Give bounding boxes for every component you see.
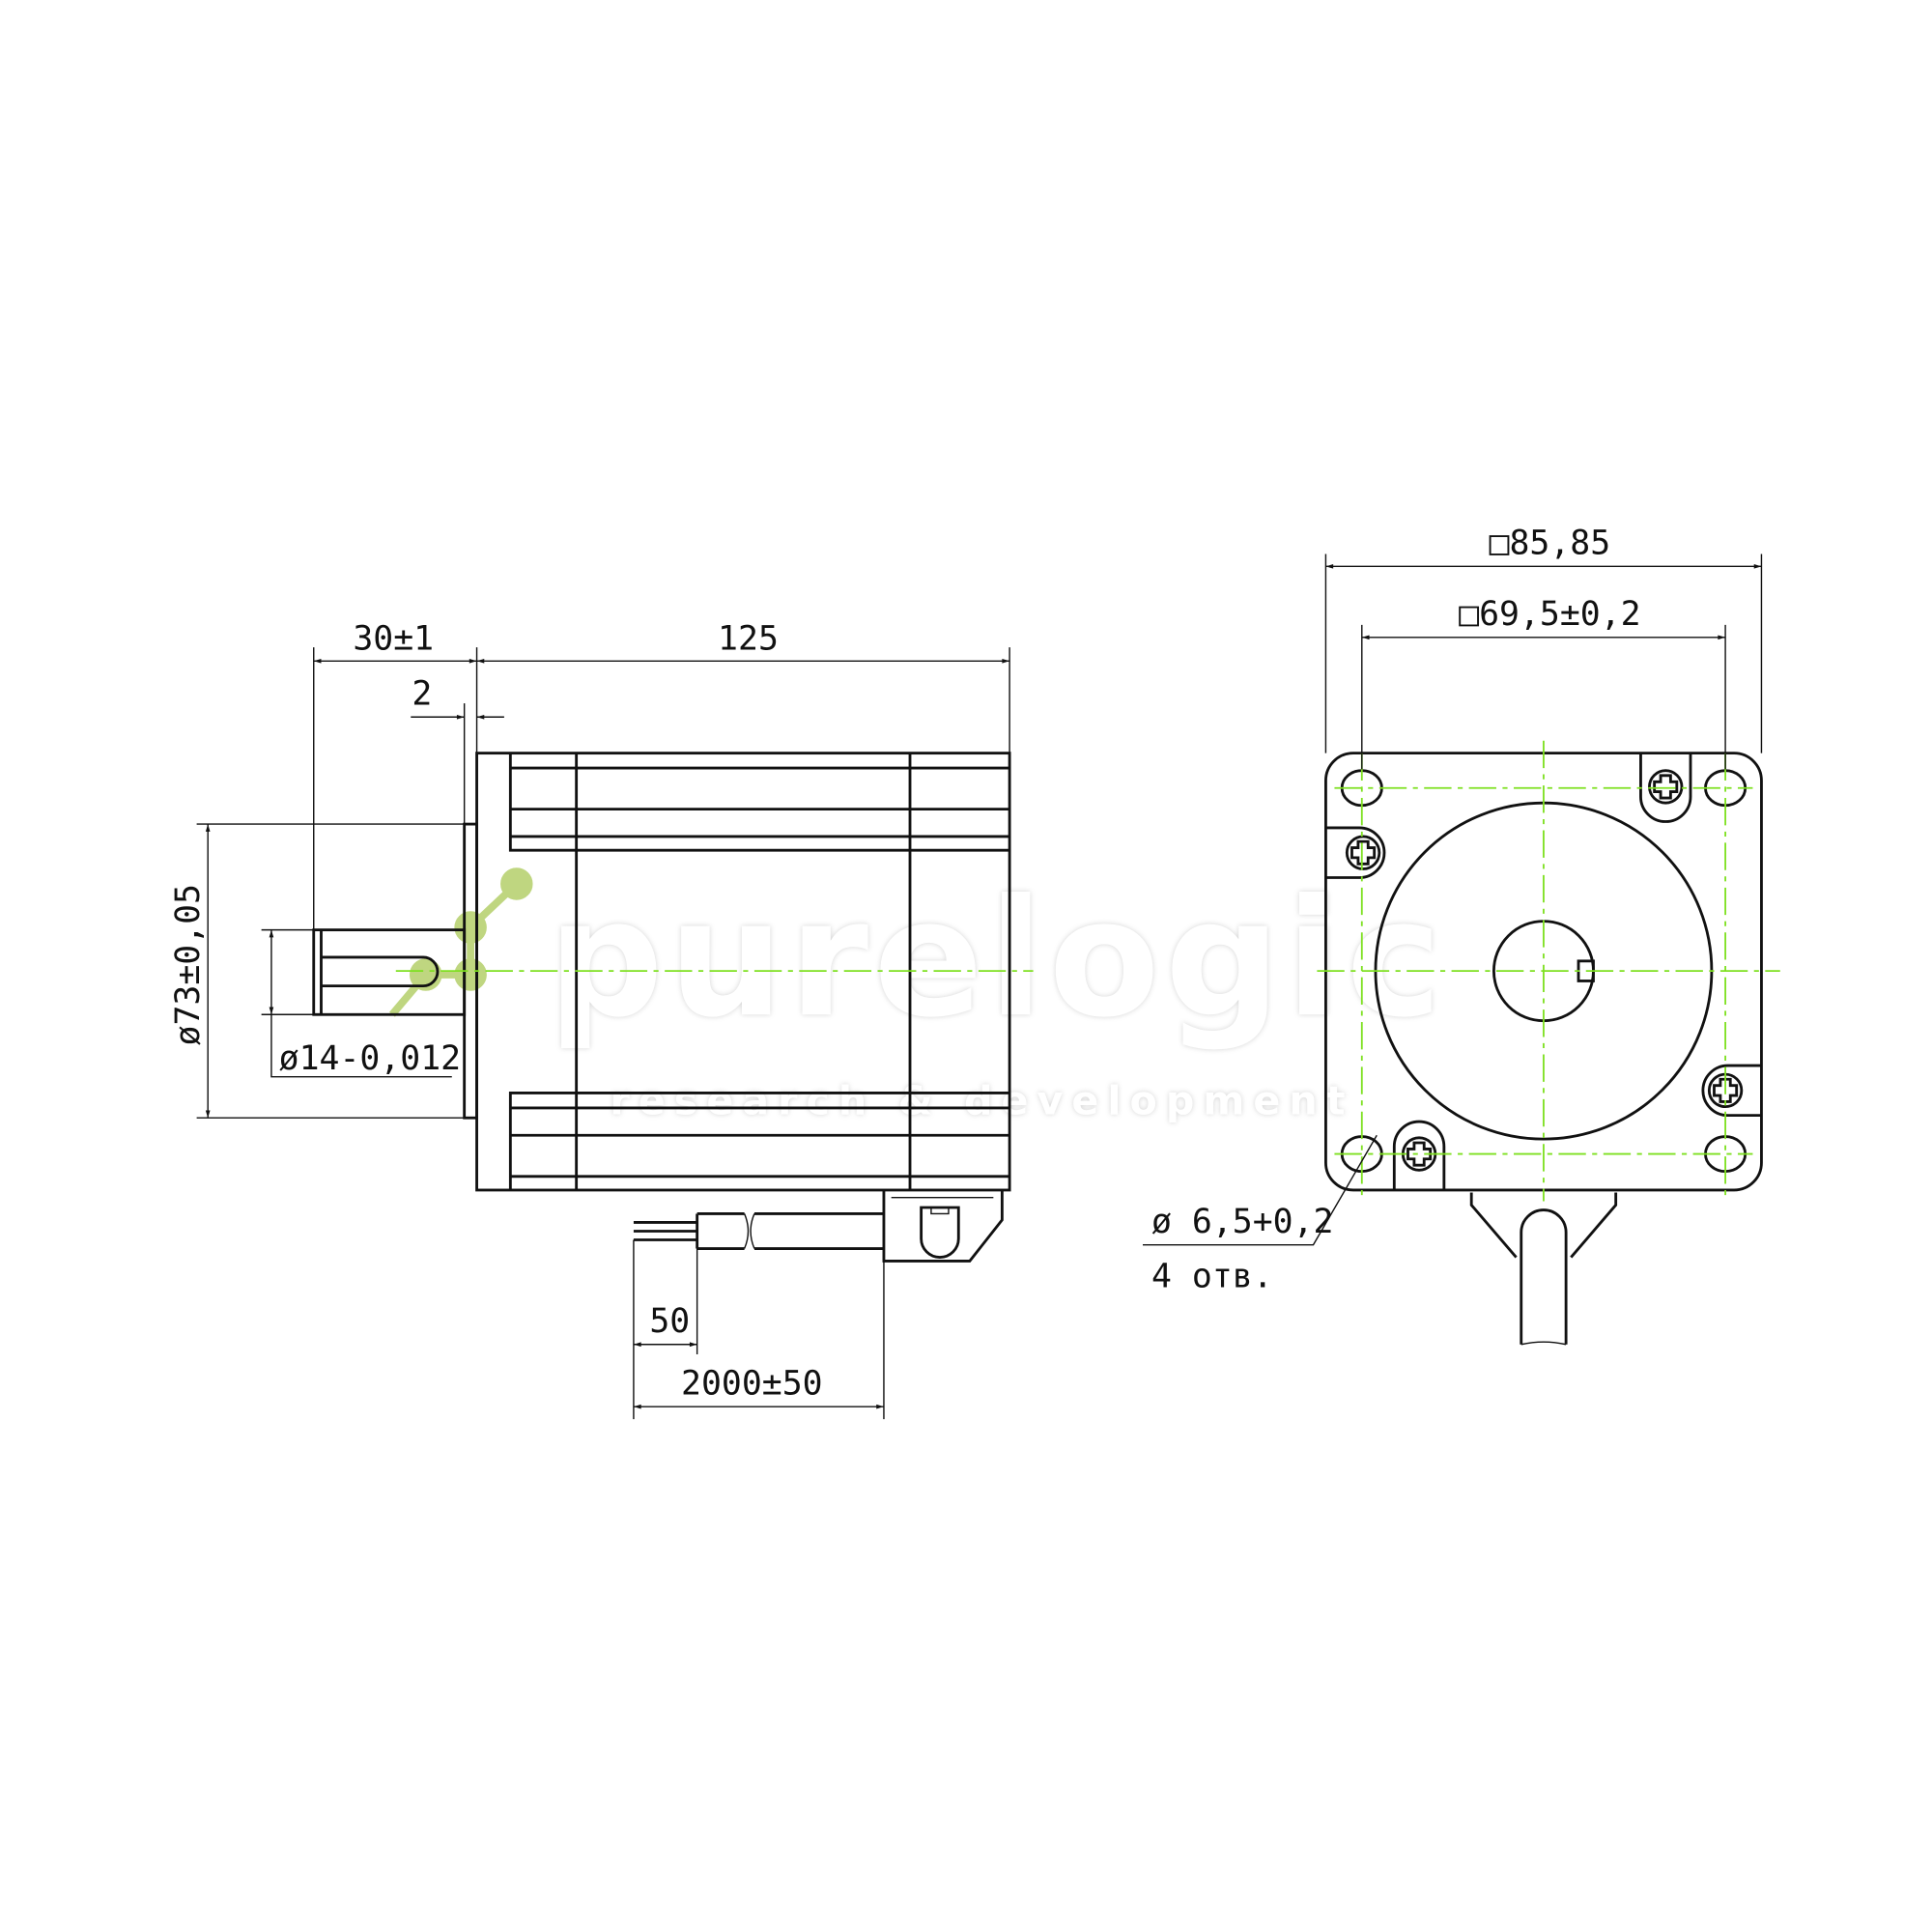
screw-tabs <box>1325 753 1762 1190</box>
dim-wire-strip: 50 <box>649 1302 690 1341</box>
cable <box>633 1212 884 1250</box>
hole-count-note: 4 отв. <box>1151 1257 1273 1295</box>
side-view: 30±1 125 2 ø73±0,05 ø14-0,012 50 2000±50 <box>169 620 1034 1420</box>
front-view: □85,85 □69,5±0,2 ø 6,5+0,2 4 отв. <box>1142 524 1780 1346</box>
logo-accent <box>388 867 533 1017</box>
bottom-rails <box>508 1092 1010 1190</box>
centerlines-front <box>1317 740 1780 1202</box>
dimensions-side: 30±1 125 2 ø73±0,05 ø14-0,012 50 2000±50 <box>169 620 1010 1420</box>
watermark-logo: purelogic research & development <box>368 865 1447 1123</box>
dim-hole-diameter: ø 6,5+0,2 <box>1151 1203 1333 1241</box>
screws <box>1345 769 1744 1172</box>
dim-shaft-length: 30±1 <box>353 620 434 659</box>
dim-cable-length: 2000±50 <box>681 1364 823 1403</box>
dim-body-length: 125 <box>718 620 779 659</box>
front-connector <box>1469 1192 1618 1346</box>
connector <box>882 1189 1004 1263</box>
dim-hole-spacing: □69,5±0,2 <box>1459 595 1640 634</box>
top-rails <box>508 753 1010 852</box>
shaft <box>312 928 467 1016</box>
dimensions-front: □85,85 □69,5±0,2 ø 6,5+0,2 4 отв. <box>1142 524 1763 1295</box>
watermark-brand: purelogic <box>548 865 1447 1053</box>
dim-flange-diameter: ø73±0,05 <box>169 884 208 1046</box>
dim-flange: 2 <box>412 674 432 713</box>
watermark-tagline: research & development <box>610 1077 1353 1123</box>
dim-shaft-diameter: ø14-0,012 <box>279 1039 461 1078</box>
dim-outer-square: □85,85 <box>1490 524 1611 562</box>
wires <box>633 1221 697 1241</box>
